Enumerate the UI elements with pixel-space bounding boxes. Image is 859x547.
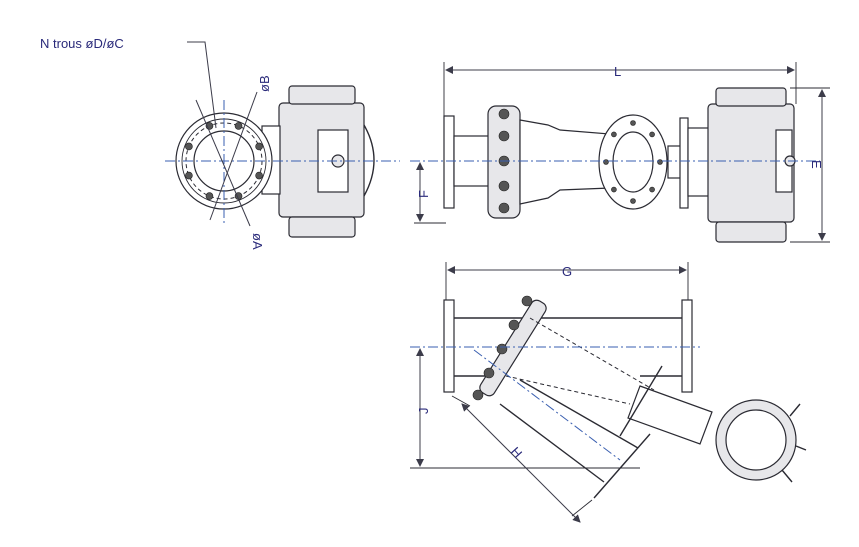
bolt — [649, 186, 655, 193]
actuator-cap-bottom — [288, 216, 356, 238]
bolt — [255, 171, 263, 180]
ext-h-bottom — [571, 499, 593, 517]
plan-view — [410, 262, 807, 523]
bolt — [255, 142, 263, 151]
bolt — [630, 198, 636, 204]
bolt — [498, 130, 510, 142]
bolt — [611, 131, 617, 138]
label-l: L — [614, 64, 621, 79]
branch-centerline — [473, 349, 621, 461]
valve-body — [519, 119, 611, 205]
side-actuator-cap-bottom — [715, 221, 787, 243]
side-view — [410, 62, 830, 243]
plan-actuator-center — [725, 409, 787, 471]
inclined-flange-plate — [479, 299, 547, 397]
label-h: H — [508, 444, 525, 461]
bolt — [496, 343, 508, 355]
actuator-side-bulge — [363, 124, 375, 197]
stem-flange — [679, 117, 689, 209]
screen-hidden-2 — [505, 375, 631, 405]
diameter-b-line — [209, 91, 258, 221]
bolt — [498, 108, 510, 120]
label-g: G — [562, 264, 572, 279]
branch-wall-top — [519, 379, 639, 449]
plan-right-flange — [681, 299, 693, 393]
plan-outlet-pipe — [627, 385, 713, 445]
label-holes: N trous øD/øC — [40, 36, 124, 51]
plan-outlet-flange — [619, 365, 663, 437]
bolt — [498, 180, 510, 192]
bolt — [498, 202, 510, 214]
bolt — [508, 319, 520, 331]
end-view — [165, 41, 400, 238]
bolt — [472, 389, 484, 401]
bolt — [483, 367, 495, 379]
branch-cap — [593, 433, 651, 499]
label-e: E — [809, 160, 824, 169]
stem-neck — [687, 127, 711, 197]
bolt — [521, 295, 533, 307]
bolt — [611, 186, 617, 193]
bolt — [185, 142, 193, 151]
screen-hidden-1 — [529, 317, 655, 391]
outlet-bore — [612, 131, 654, 193]
side-actuator-cap-top — [715, 87, 787, 107]
bolt — [657, 159, 663, 165]
plan-actuator-lugs — [781, 403, 807, 483]
bolt — [630, 120, 636, 126]
inclined-flange — [479, 299, 547, 397]
bolt — [205, 192, 214, 200]
label-f: F — [416, 190, 431, 198]
body-flange-bolts — [498, 108, 510, 214]
label-diameter-a: øA — [250, 233, 265, 250]
actuator-cap-top — [288, 85, 356, 105]
plan-left-flange — [443, 299, 455, 393]
outlet-flange-bolts — [603, 120, 663, 204]
branch-wall-bottom — [499, 403, 605, 483]
label-j: J — [416, 408, 431, 415]
end-flange-bolts — [185, 122, 263, 200]
bolt — [185, 171, 193, 180]
bolt — [234, 122, 243, 130]
label-diameter-b: øB — [257, 75, 272, 92]
bolt — [603, 159, 609, 165]
holes-leader — [187, 41, 217, 129]
ext-h-top — [451, 395, 471, 407]
left-end-flange — [443, 115, 455, 209]
bolt — [649, 131, 655, 138]
diameter-a-line — [195, 99, 251, 227]
dim-h — [461, 403, 581, 523]
